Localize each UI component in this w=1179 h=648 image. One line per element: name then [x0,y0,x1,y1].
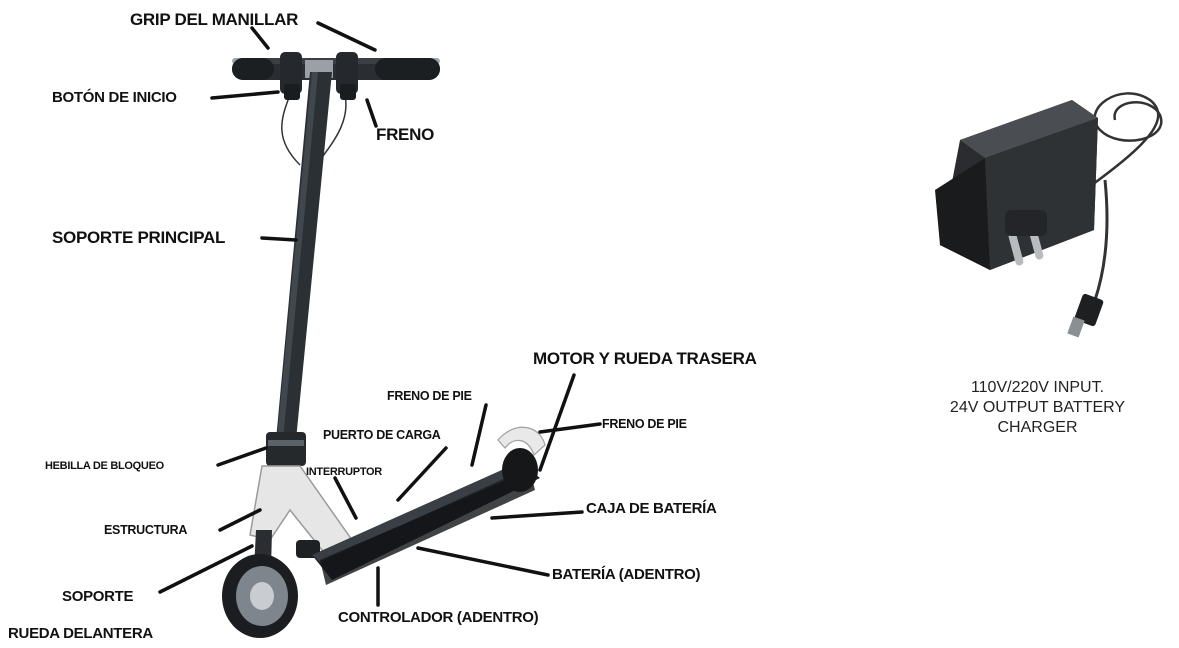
brake-cable [281,94,301,166]
charger-caption-line2: 24V OUTPUT BATTERY [949,399,1126,416]
charger-caption-line3: CHARGER [997,419,1078,436]
leader-foot-brake-right [538,422,602,434]
start-button-block [284,84,300,100]
white-frame [249,465,353,562]
leader-foot-brake-top [470,403,488,467]
leader-switch [333,476,358,520]
leader-grip-right [316,21,377,52]
leader-main-stand [260,236,298,242]
label-lock-buckle: HEBILLA DE BLOQUEO [45,460,164,472]
leader-battery-inside [416,546,550,577]
label-grip: GRIP DEL MANILLAR [130,10,299,29]
label-battery-box: CAJA DE BATERÍA [586,500,717,517]
scooter-illustration [222,52,546,638]
leader-battery-box [490,510,584,520]
leader-motor [538,373,576,472]
charger-caption: 110V/220V INPUT. 24V OUTPUT BATTERY CHAR… [905,378,1170,438]
leader-grip-left [250,26,270,50]
brake-cable [319,94,347,161]
label-structure: ESTRUCTURA [104,523,188,537]
label-foot-brake-top: FRENO DE PIE [387,389,472,403]
charger-cable [1093,179,1109,301]
rear-wheel [502,448,538,492]
charger-cable-coil [1084,92,1163,192]
lock-buckle [266,432,306,466]
leader-lock-buckle [216,446,268,467]
label-motor-rear-wheel: MOTOR Y RUEDA TRASERA [533,349,757,368]
label-main-stand: SOPORTE PRINCIPAL [52,228,226,247]
charger-caption-line1: 110V/220V INPUT. [970,379,1105,396]
label-support: SOPORTE [62,588,134,605]
leader-brake [365,98,378,128]
label-controller-inside: CONTROLADOR (ADENTRO) [338,609,539,626]
leader-start-button [210,90,280,100]
rear-fender [497,426,546,457]
label-start-button: BOTÓN DE INICIO [52,89,177,106]
label-foot-brake-right: FRENO DE PIE [602,417,687,431]
dc-plug [1074,293,1104,327]
wall-plug-pin [1008,232,1024,266]
label-charge-port: PUERTO DE CARGA [323,428,441,442]
leader-support [158,544,254,594]
label-brake: FRENO [376,125,435,144]
left-lever [280,52,302,94]
left-grip [232,58,274,80]
leader-structure [218,508,262,532]
label-switch: INTERRUPTOR [306,466,382,478]
right-lever [336,52,358,94]
leader-charge-port [396,446,448,502]
leader-lines [158,21,602,607]
label-front-wheel: RUEDA DELANTERA [8,625,153,642]
label-battery-inside: BATERÍA (ADENTRO) [552,566,701,583]
right-grip [375,58,440,80]
battery-charger-illustration [935,92,1163,338]
